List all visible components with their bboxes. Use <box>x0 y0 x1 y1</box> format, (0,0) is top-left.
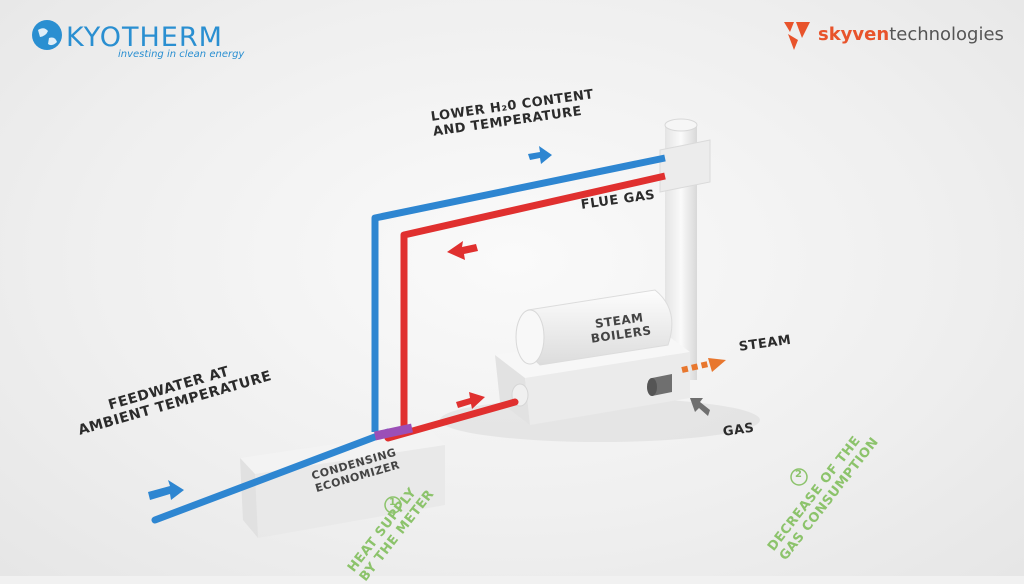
benefit-1-circle-icon <box>384 496 402 514</box>
kyotherm-tagline: investing in clean energy <box>118 49 245 60</box>
benefit-2-number: 2 <box>795 469 803 480</box>
boiler-drum <box>515 289 673 366</box>
kyotherm-logo-text: KYOTHERM <box>66 22 223 53</box>
skyven-suffix: technologies <box>889 24 1004 45</box>
skyven-brand: skyven <box>818 24 890 45</box>
steam-arrow-icon <box>681 358 726 373</box>
hot-water-arrow-icon <box>456 392 485 409</box>
benefit-2-circle-icon <box>790 468 808 486</box>
skyven-logo-text: skyventechnologies <box>818 24 1004 45</box>
pipe-junction <box>374 423 413 441</box>
feedwater-arrow-icon <box>148 480 184 500</box>
cold-water-pipe <box>151 154 666 524</box>
gas-arrow-icon <box>690 398 710 416</box>
gas-inlet-nozzle <box>647 374 672 396</box>
skyven-logo-icon <box>782 18 812 57</box>
lower-h2o-arrow-icon <box>528 146 552 164</box>
kyotherm-globe-icon <box>30 18 64 57</box>
flue-gas-arrow-icon <box>447 241 478 260</box>
benefit-1-number: 1 <box>389 497 397 508</box>
